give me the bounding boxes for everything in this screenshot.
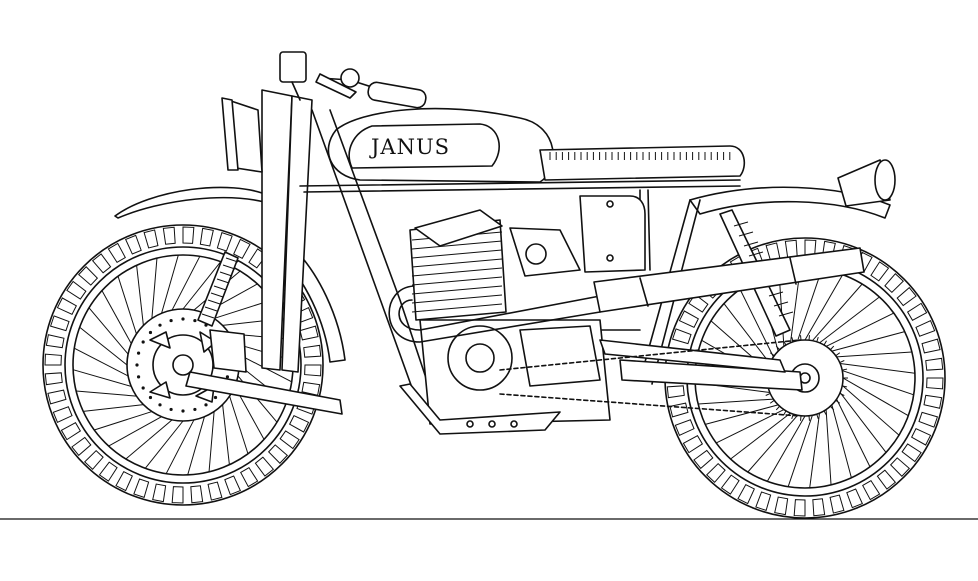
tank-brand-label: JANUS: [369, 135, 450, 159]
exhaust-pipe: [388, 247, 865, 343]
fuel-tank: JANUS: [327, 107, 554, 183]
muffler: [593, 247, 865, 313]
drive-chain: [499, 339, 801, 417]
front-fork: [197, 89, 313, 373]
exhaust-tip: [837, 159, 896, 207]
front-tread: [44, 226, 322, 504]
engine: [409, 209, 611, 425]
swingarm: [599, 339, 803, 391]
engine-cover: [447, 325, 513, 391]
headlight: [221, 97, 263, 173]
rear-fender: [689, 186, 891, 219]
brake-caliper: [209, 329, 247, 373]
seat: [539, 145, 746, 181]
mirror: [279, 51, 307, 83]
front-axle-arm: [185, 371, 343, 415]
front-hub: [172, 354, 194, 376]
skid-plate: [399, 383, 561, 435]
grip: [367, 81, 427, 109]
handlebar-assembly: [279, 51, 427, 109]
side-panel: [579, 195, 646, 273]
front-fender: [114, 186, 276, 219]
